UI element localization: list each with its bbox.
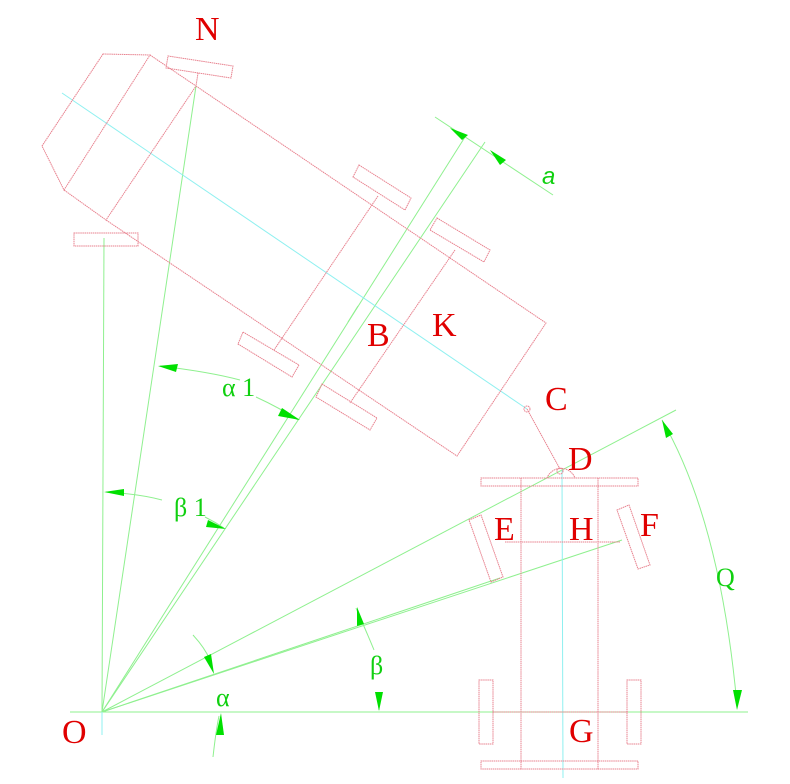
axle-k-wheel-bottom [315, 383, 378, 431]
trailer-centerline [61, 92, 528, 410]
front-bumper [480, 477, 639, 487]
ray-o-q [101, 409, 677, 713]
rear-bumper [480, 760, 639, 770]
trailer-body [105, 85, 547, 457]
arrow-q-top [662, 420, 673, 438]
label-alpha: α [216, 683, 230, 712]
axle-b-wheel-top [352, 164, 412, 211]
arrow-a-right [490, 150, 506, 165]
hitch-point-c [523, 405, 531, 413]
front-axle-n [165, 55, 234, 79]
alpha-arc-bottom [212, 715, 220, 758]
label-e: E [494, 511, 515, 548]
tractor-centerline [561, 469, 564, 779]
front-wheel-e [468, 514, 504, 583]
point-labels: N B K C D E H F G O [62, 11, 659, 751]
short-tick [347, 305, 359, 323]
beta1-arc-right [204, 516, 225, 529]
axle-k-wheel-top [429, 217, 491, 263]
dimension-arrows [104, 128, 742, 735]
label-dim-a: a [542, 163, 555, 190]
arrow-alpha-bottom [216, 713, 224, 735]
q-arc [661, 419, 738, 706]
arrow-beta1-right [206, 520, 226, 529]
arrow-alpha1-right [278, 408, 300, 420]
label-o: O [62, 714, 87, 751]
label-k: K [432, 307, 457, 344]
arrow-beta1-left [104, 489, 124, 496]
construction-lines [70, 85, 748, 758]
label-n: N [195, 11, 220, 48]
label-alpha1: α 1 [222, 373, 255, 402]
trailer-front-block [63, 54, 197, 221]
arrow-beta-bottom [375, 692, 383, 711]
label-b: B [367, 317, 390, 354]
drawbar [526, 408, 561, 470]
axle-b-wheel-bottom [237, 331, 300, 378]
centerlines [61, 92, 564, 779]
arrow-a-left [450, 128, 468, 140]
trailer [41, 53, 561, 470]
label-beta1: β 1 [174, 493, 207, 522]
ray-o-rear-axle [101, 237, 105, 713]
hitch-point-d [556, 467, 564, 475]
ray-o-trailer-axle-a2 [101, 136, 466, 713]
arrow-alpha-top [204, 654, 214, 674]
axle-b-line [273, 195, 379, 351]
axle-k-line [349, 249, 456, 404]
arrow-alpha1-left [158, 364, 178, 372]
rear-left-wheel [73, 232, 139, 247]
rear-wheel-left [478, 679, 494, 745]
ray-o-trailer-axle-a1 [101, 141, 486, 713]
front-wheel-f [616, 504, 651, 570]
label-f: F [640, 507, 659, 544]
dimension-labels: a α 1 β 1 Q β α [174, 163, 735, 712]
label-beta: β [370, 651, 383, 680]
ray-o-n [101, 85, 197, 713]
label-d: D [568, 441, 593, 478]
arrow-beta-top [357, 607, 364, 626]
arrow-q-bottom [733, 690, 742, 710]
label-g: G [569, 713, 594, 750]
label-q: Q [716, 563, 735, 592]
rear-wheel-right [626, 679, 642, 745]
label-c: C [545, 381, 568, 418]
ray-o-e [101, 577, 501, 713]
label-h: H [569, 511, 594, 548]
trailer-front-nose [41, 53, 151, 192]
tractor [468, 467, 651, 770]
